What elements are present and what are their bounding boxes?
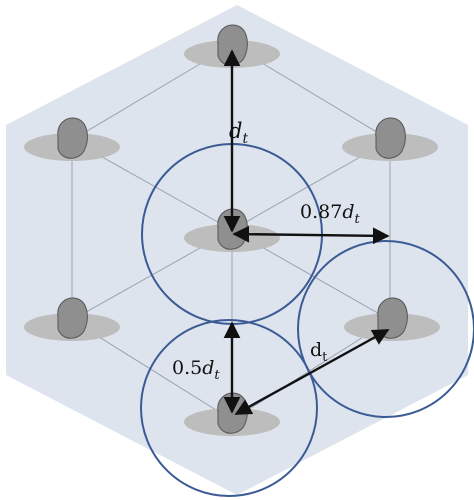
distance-arrows (223, 49, 390, 416)
label-05dt: 0.5dt (172, 357, 220, 383)
arrow-horizontal-087dt (232, 225, 390, 245)
particle-icon (24, 117, 120, 161)
particle-icon (342, 117, 438, 161)
label-dt-diagonal: dt (310, 339, 328, 365)
particle-icon (24, 297, 120, 341)
arrow-diagonal-dt (234, 328, 390, 416)
label-087dt: 0.87dt (300, 201, 360, 227)
label-dt-vertical: dt (229, 119, 248, 147)
